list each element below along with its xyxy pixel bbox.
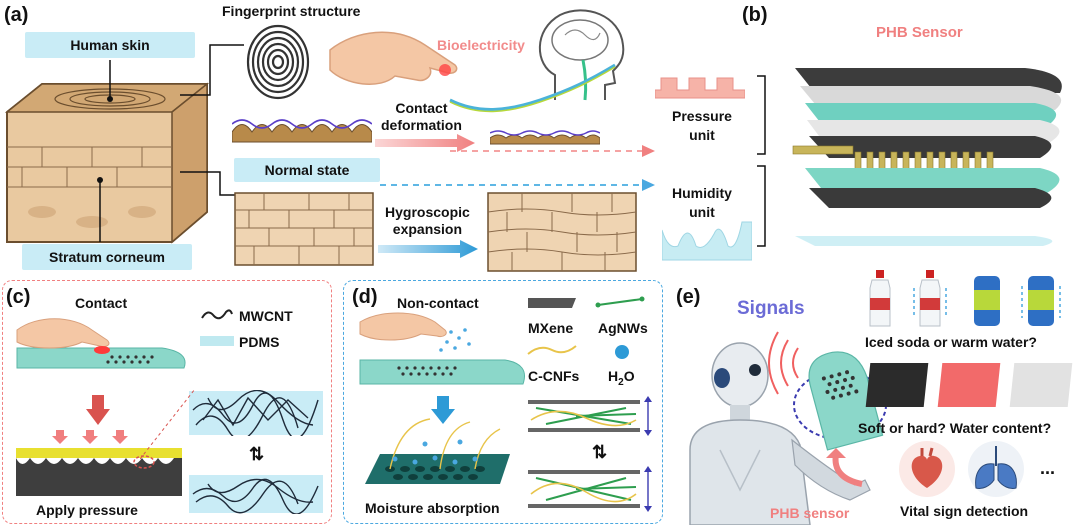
phb-sensor-label: PHB sensor (770, 505, 850, 521)
contact-deformation-label: Contact deformation (381, 100, 462, 134)
ccnfs-legend-icon (527, 345, 577, 355)
moisture-absorption-label: Moisture absorption (365, 500, 500, 516)
sensor-with-hand-d (359, 312, 525, 385)
hygroscopic-line-1: Hygroscopic (385, 204, 470, 220)
mwcnt-label: MWCNT (239, 308, 293, 324)
head-icon (538, 9, 625, 101)
vital-sign-label: Vital sign detection (900, 503, 1029, 519)
h2o-h: H (608, 368, 619, 384)
contact-deformation-line-1: Contact (395, 100, 448, 116)
hygroscopic-arrow (378, 240, 478, 258)
h2o-o: O (623, 368, 635, 384)
bioelectricity-label: Bioelectricity (437, 37, 525, 53)
sensor-with-hand-c (16, 318, 186, 369)
panel-c-frame (2, 280, 332, 524)
pressure-unit-label: Pressure unit (672, 107, 732, 145)
mxene-mesh (365, 418, 510, 484)
panel-b-label: (b) (742, 4, 768, 26)
mwcnt-network-bottom (189, 475, 323, 514)
red-sponge-swatch (937, 363, 1001, 407)
connector-lines-a (99, 44, 244, 242)
fingerprint-icon (246, 24, 310, 100)
pdms-legend-swatch (200, 336, 234, 346)
heart-icon (899, 441, 955, 497)
h2o-label: H2O (608, 368, 635, 388)
panel-d-label: (d) (352, 286, 378, 308)
dashed-arrow-blue (380, 179, 655, 191)
pressure-arrow-down (86, 395, 110, 425)
contact-strip-left (232, 119, 372, 143)
apply-pressure-block (16, 430, 182, 496)
ellipsis-label: ... (1040, 458, 1056, 478)
humidity-unit-label: Humidity unit (672, 184, 732, 222)
swap-arrows-d: ⇅ (592, 442, 608, 462)
phb-sensor-held (793, 351, 887, 451)
lungs-icon (968, 441, 1024, 497)
h2o-sub: 2 (618, 376, 624, 388)
swap-arrows-c: ⇅ (249, 444, 265, 464)
panel-e-label: (e) (676, 286, 701, 308)
apply-pressure-label: Apply pressure (36, 502, 138, 518)
mwcnt-network-top (189, 390, 323, 436)
mwcnt-legend-icon (201, 309, 233, 320)
signal-waves-icon (768, 331, 799, 395)
contact-strip-right (490, 130, 600, 145)
humidity-unit-icon (662, 221, 752, 261)
white-sponge-swatch (1009, 363, 1073, 407)
wire-diagram-bottom (528, 466, 652, 512)
wire-diagram-top (528, 396, 652, 436)
panel-a-label: (a) (4, 4, 29, 26)
moisture-arrow-down (431, 396, 455, 424)
fingerprint-label: Fingerprint structure (222, 3, 361, 19)
nerve-signal-line (449, 63, 616, 113)
zoom-line-c (140, 388, 196, 460)
signals-label: Signals (737, 298, 805, 319)
unit-brackets (757, 75, 766, 247)
phb-sensor-title: PHB Sensor (876, 24, 963, 41)
hand-icon (329, 31, 458, 85)
pressure-unit-line-1: Pressure (672, 108, 732, 124)
soft-hard-label: Soft or hard? Water content? (858, 420, 1052, 436)
beverage-icons (869, 270, 1061, 327)
contact-deformation-line-2: deformation (381, 117, 462, 133)
pdms-label: PDMS (239, 334, 280, 350)
panel-d-frame (343, 280, 663, 524)
contact-arrow (375, 134, 475, 152)
stratum-block-left (234, 192, 374, 266)
agnws-legend-icon (595, 296, 645, 308)
humidity-unit-line-1: Humidity (672, 185, 732, 201)
stratum-corneum-label: Stratum corneum (22, 244, 192, 270)
human-skin-label: Human skin (25, 32, 195, 58)
curved-arrow-e (826, 448, 863, 487)
hygroscopic-label: Hygroscopic expansion (385, 204, 470, 238)
water-drop-icon (615, 345, 629, 359)
normal-state-label: Normal state (234, 158, 380, 182)
mxene-legend-icon (528, 298, 576, 308)
pressure-unit-icon (655, 77, 745, 99)
robot-figure (689, 342, 871, 525)
sensor-layer-stack (792, 68, 1062, 246)
contact-label: Contact (75, 295, 128, 311)
mxene-label: MXene (528, 320, 574, 336)
pressure-unit-line-2: unit (689, 127, 715, 143)
dashed-arrow-pink (450, 145, 655, 157)
black-sponge-swatch (865, 363, 929, 407)
iced-soda-label: Iced soda or warm water? (865, 334, 1037, 350)
panel-c-label: (c) (6, 286, 31, 308)
hygroscopic-line-2: expansion (392, 221, 463, 237)
non-contact-label: Non-contact (397, 295, 479, 311)
stratum-block-right (487, 192, 637, 272)
humidity-unit-line-2: unit (689, 204, 715, 220)
ccnfs-label: C-CNFs (528, 368, 580, 384)
agnws-label: AgNWs (598, 320, 648, 336)
